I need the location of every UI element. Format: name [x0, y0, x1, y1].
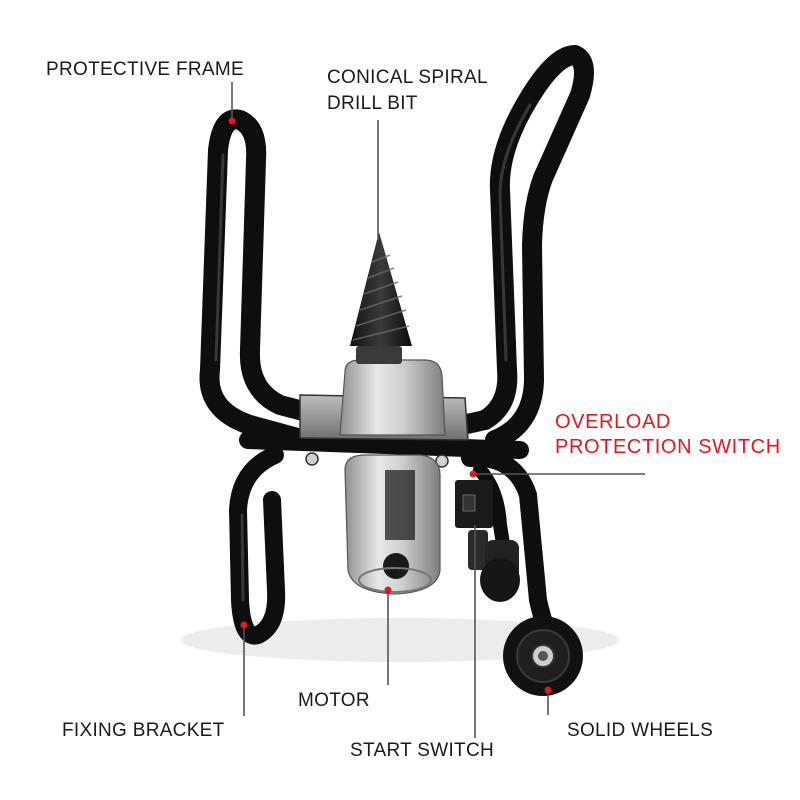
motor-label [385, 470, 415, 540]
label-conical-line1: CONICAL SPIRAL [327, 67, 488, 88]
marker-fixing-bracket [240, 621, 248, 629]
frame-highlight [214, 103, 532, 602]
bolt [435, 454, 449, 468]
label-fixing-bracket-text: FIXING BRACKET [62, 720, 225, 741]
marker-motor [384, 586, 392, 594]
switch-button [462, 494, 476, 512]
start-switch-handle [468, 530, 488, 570]
motor-ring [358, 567, 432, 593]
conical-drill-bit [350, 232, 412, 346]
label-start-switch: START SWITCH [350, 738, 494, 764]
marker-dots [228, 117, 552, 694]
bolt [305, 452, 319, 466]
solid-wheel [503, 616, 583, 696]
label-motor: MOTOR [298, 688, 370, 714]
label-motor-text: MOTOR [298, 690, 370, 711]
bit-spiral [352, 254, 410, 341]
gear-collar [356, 346, 402, 364]
label-protective-frame: PROTECTIVE FRAME [46, 57, 244, 83]
marker-overload [469, 470, 477, 478]
gear-head [339, 359, 446, 436]
leader-lines [231, 82, 645, 738]
motor-cap [383, 553, 409, 579]
marker-solid-wheels [544, 686, 552, 694]
label-solid-wheels-text: SOLID WHEELS [567, 720, 714, 741]
label-overload-protection-switch: OVERLOAD PROTECTION SWITCH [555, 410, 781, 460]
label-conical-spiral-drill-bit: CONICAL SPIRAL DRILL BIT [327, 65, 488, 117]
label-protective-frame-text: PROTECTIVE FRAME [46, 59, 244, 80]
rear-wheel [480, 558, 520, 602]
label-conical-line2: DRILL BIT [327, 93, 418, 114]
label-overload-line1: OVERLOAD [555, 411, 671, 433]
marker-protective-frame [228, 117, 236, 125]
label-overload-line2: PROTECTION SWITCH [555, 436, 781, 458]
label-fixing-bracket: FIXING BRACKET [62, 718, 225, 744]
label-start-switch-text: START SWITCH [350, 740, 494, 761]
label-solid-wheels: SOLID WHEELS [567, 718, 713, 744]
